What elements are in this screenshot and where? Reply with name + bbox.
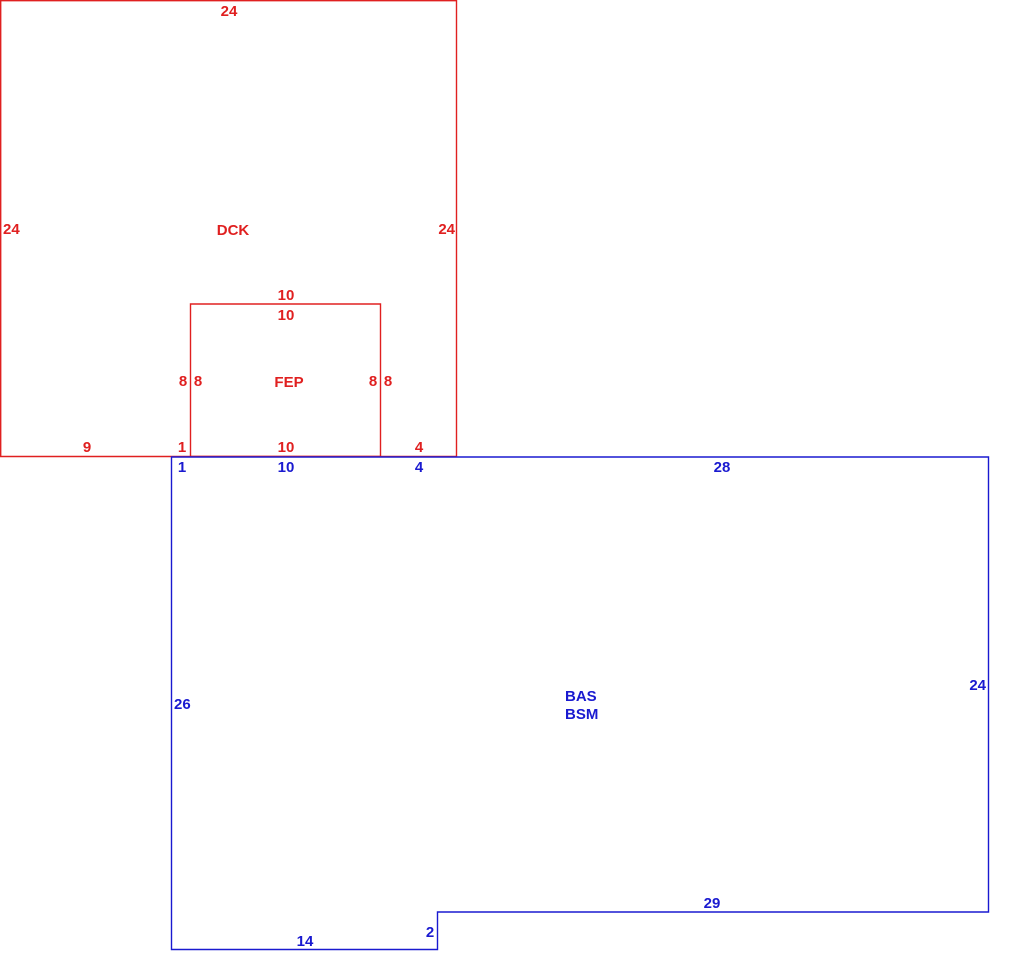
deck-dim-bottom-right: 4 <box>415 439 424 456</box>
living-dim-top-after-porch: 4 <box>415 459 424 476</box>
living-dim-left: 26 <box>174 696 191 713</box>
deck-dim-bottom-offset: 1 <box>178 439 186 456</box>
porch-dim-bottom: 10 <box>278 439 295 456</box>
deck-label: DCK <box>217 222 250 239</box>
living-area-outline <box>170 456 990 951</box>
porch-label: FEP <box>274 374 303 391</box>
living-dim-right: 24 <box>969 677 986 694</box>
living-label-bsm: BSM <box>565 706 598 723</box>
porch-dim-right-inner: 8 <box>369 373 377 390</box>
deck-dim-bottom-left: 9 <box>83 439 91 456</box>
deck-dim-right: 24 <box>438 221 455 238</box>
deck-dim-top: 24 <box>221 3 238 20</box>
porch-dim-right-outer: 8 <box>384 373 392 390</box>
porch-dim-top-outer: 10 <box>278 287 295 304</box>
porch-dim-top-inner: 10 <box>278 307 295 324</box>
porch-dim-left-outer: 8 <box>179 373 187 390</box>
living-dim-top-right: 28 <box>714 459 731 476</box>
living-dim-top-porch: 10 <box>278 459 295 476</box>
living-label-bas: BAS <box>565 688 597 705</box>
deck-dim-left: 24 <box>3 221 20 238</box>
living-dim-bottom-right: 29 <box>704 895 721 912</box>
living-dim-step: 2 <box>426 924 434 941</box>
porch-dim-left-inner: 8 <box>194 373 202 390</box>
living-dim-top-offset: 1 <box>178 459 186 476</box>
living-dim-bottom-left: 14 <box>297 933 314 950</box>
